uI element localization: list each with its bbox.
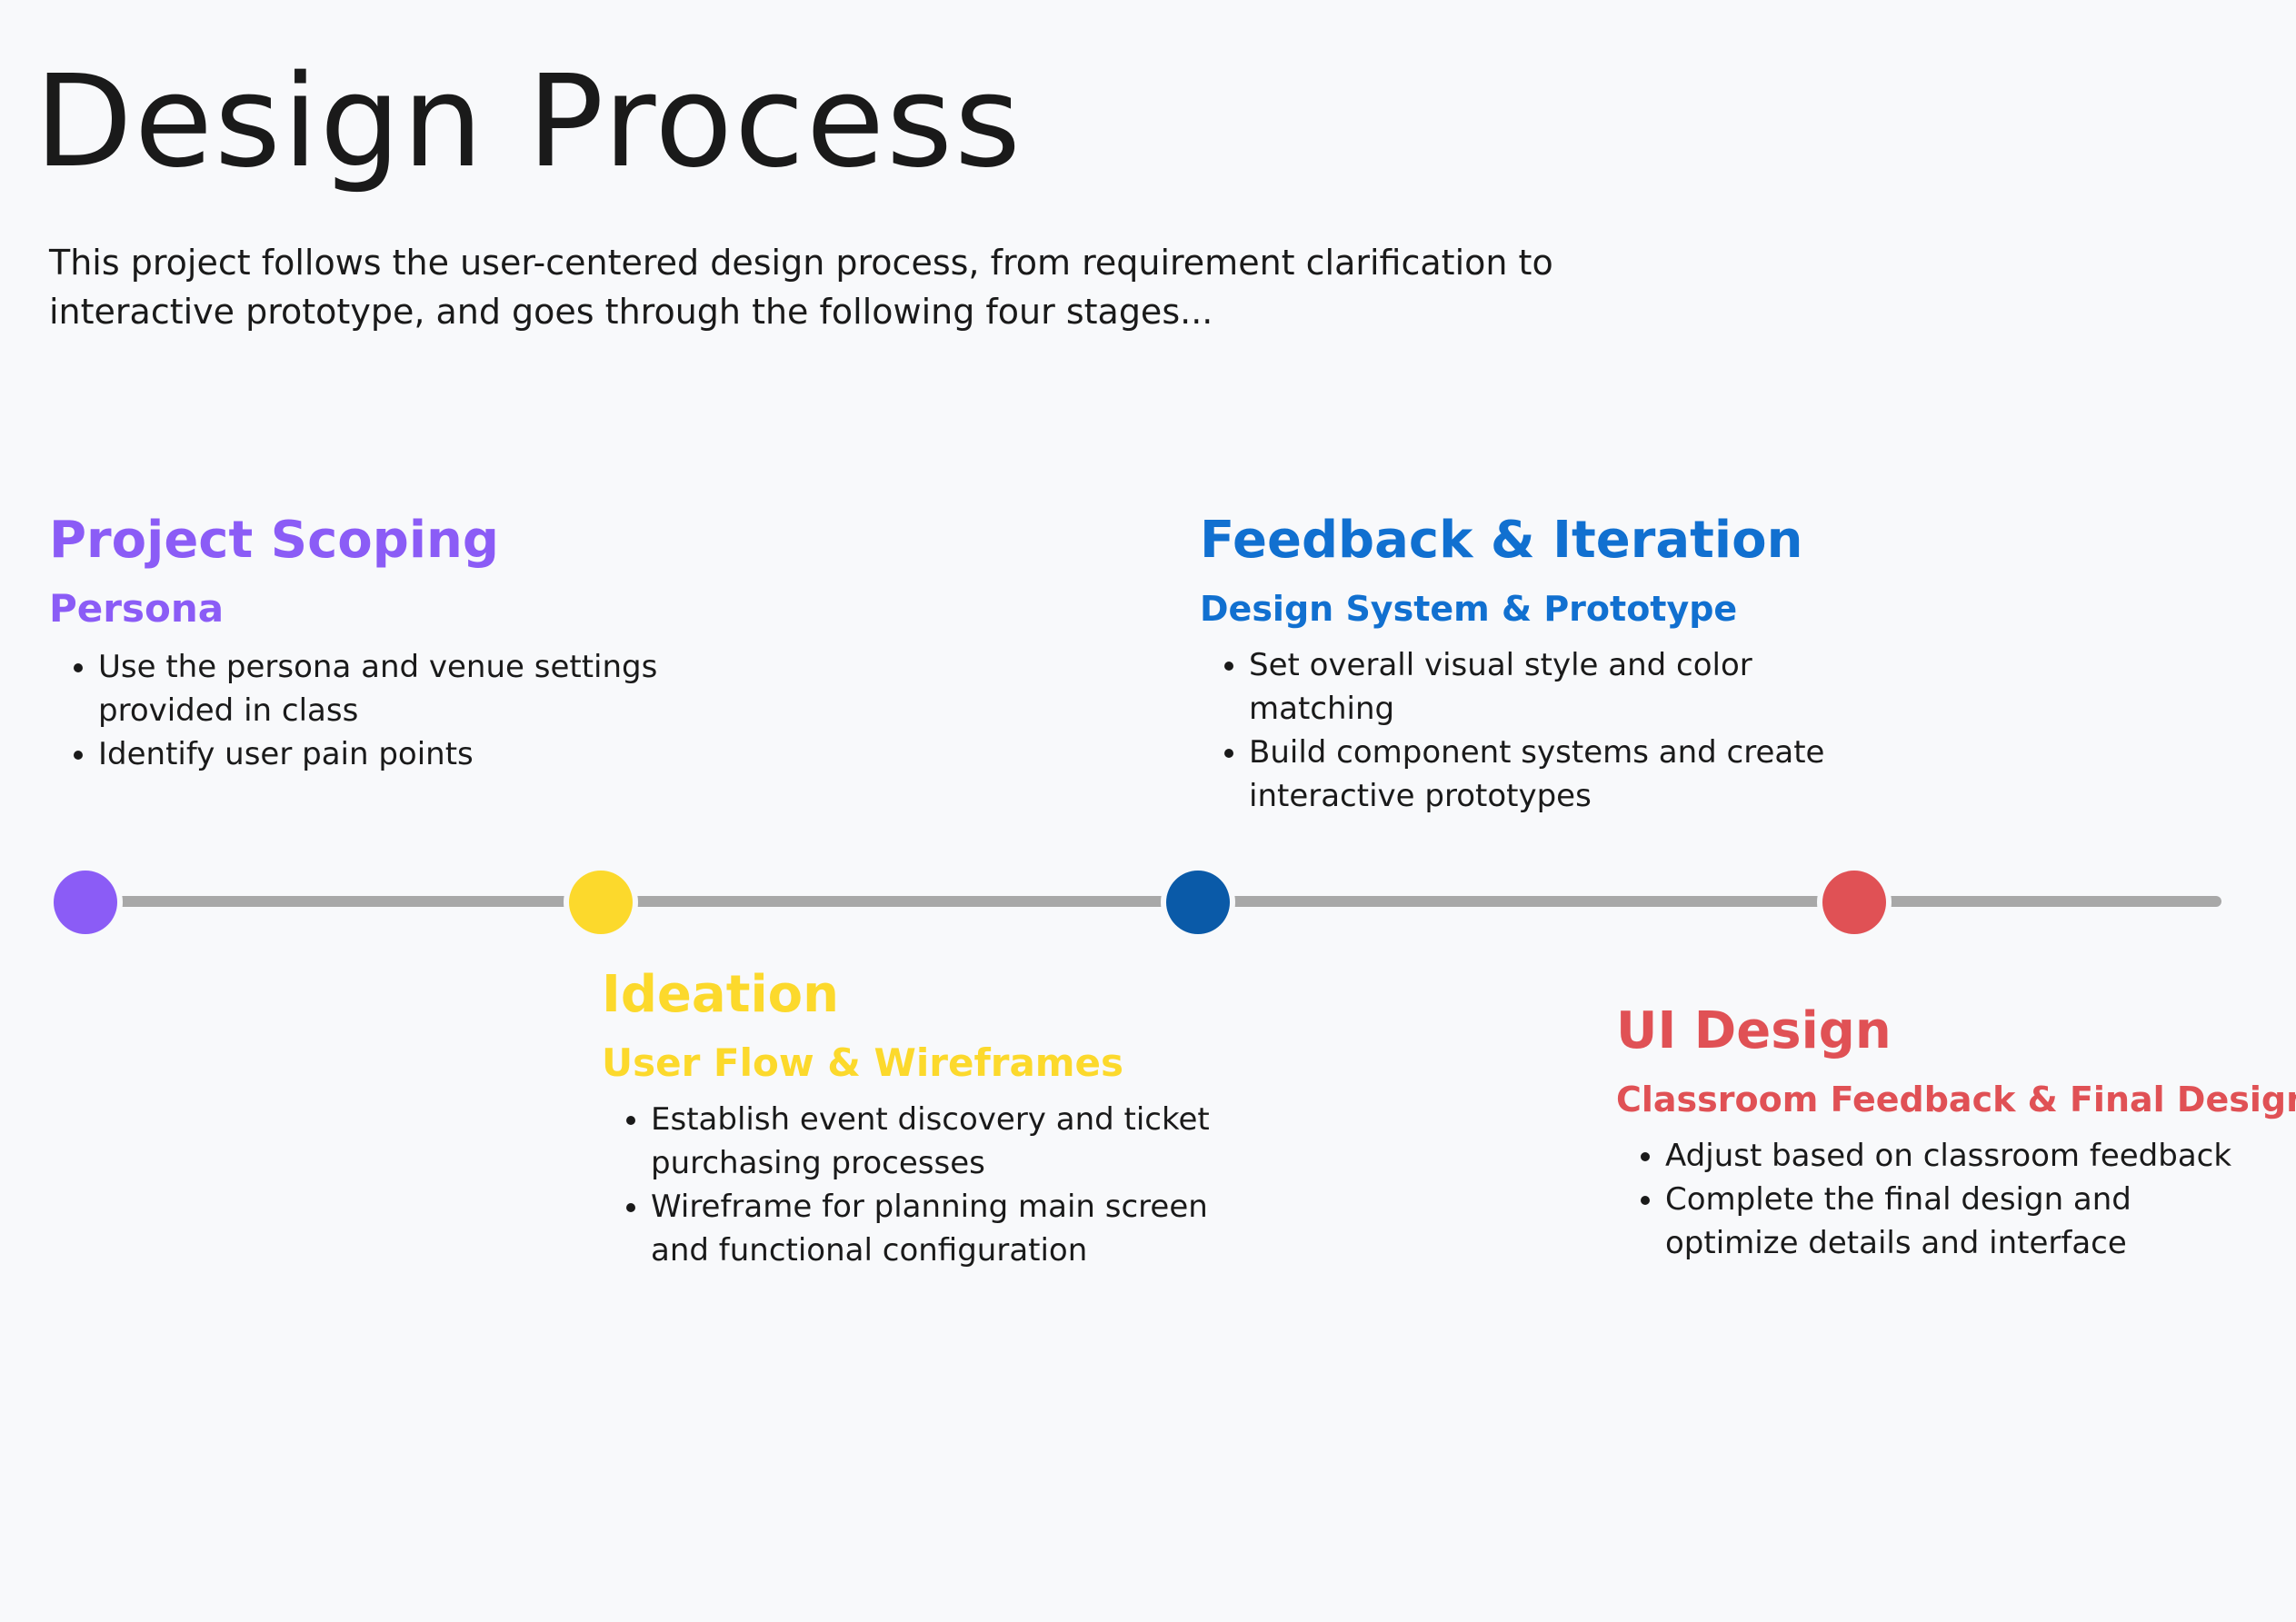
- stage-node-ui-design: [1822, 871, 1886, 934]
- stage-node-ideation: [569, 871, 633, 934]
- stage-bullet-list: Use the persona and venue settings provi…: [49, 645, 722, 776]
- stage-bullet-list: Adjust based on classroom feedback Compl…: [1616, 1134, 2271, 1265]
- list-item: Use the persona and venue settings provi…: [98, 645, 722, 732]
- list-item: Adjust based on classroom feedback: [1665, 1134, 2271, 1178]
- stage-subtitle: User Flow & Wireframes: [602, 1040, 1124, 1085]
- stage-subtitle: Persona: [49, 586, 225, 631]
- list-item: Wireframe for planning main screen and f…: [651, 1185, 1238, 1272]
- list-item: Build component systems and create inter…: [1249, 731, 1836, 818]
- stage-title: UI Design: [1616, 1001, 1892, 1060]
- stage-project-scoping: Project Scoping Persona Use the persona …: [49, 509, 722, 776]
- stage-title: Project Scoping: [49, 511, 500, 570]
- stage-subtitle: Design System & Prototype: [1200, 589, 1738, 629]
- stage-node-feedback-iteration: [1166, 871, 1230, 934]
- list-item: Complete the final design and optimize d…: [1665, 1178, 2271, 1265]
- page-title: Design Process: [35, 48, 1023, 196]
- stage-feedback-iteration: Feedback & Iteration Design System & Pro…: [1200, 509, 1836, 818]
- stage-title: Ideation: [602, 965, 839, 1024]
- stage-bullet-list: Set overall visual style and color match…: [1200, 643, 1836, 818]
- stage-subtitle: Classroom Feedback & Final Design: [1616, 1080, 2296, 1119]
- list-item: Set overall visual style and color match…: [1249, 643, 1836, 731]
- list-item: Establish event discovery and ticket pur…: [651, 1098, 1238, 1185]
- intro-text: This project follows the user-centered d…: [49, 243, 1553, 332]
- stage-bullet-list: Establish event discovery and ticket pur…: [602, 1098, 1238, 1272]
- stage-ideation: Ideation User Flow & Wireframes Establis…: [602, 963, 1238, 1272]
- list-item: Identify user pain points: [98, 732, 722, 776]
- timeline-track: [85, 896, 2221, 907]
- stage-title: Feedback & Iteration: [1200, 511, 1803, 570]
- stage-node-project-scoping: [54, 871, 117, 934]
- stage-ui-design: UI Design Classroom Feedback & Final Des…: [1616, 1000, 2296, 1265]
